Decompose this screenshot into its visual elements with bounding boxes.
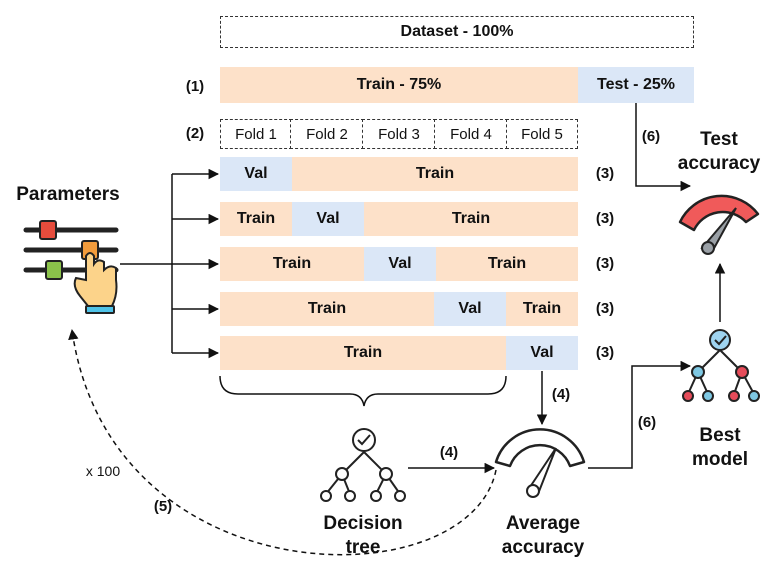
test-split-label: Test - 25%: [597, 76, 675, 93]
cv-row-4-train-left: Train: [220, 292, 434, 326]
fold-4-label: Fold 4: [450, 125, 492, 143]
step-6-label-top: (6): [641, 128, 661, 145]
step-2-label: (2): [185, 125, 205, 142]
step-1-label: (1): [185, 78, 205, 95]
repeat-label: x 100: [85, 463, 121, 479]
fold-1: Fold 1: [220, 119, 292, 149]
hand-pointer-icon: [73, 252, 118, 314]
fold-5-label: Fold 5: [521, 125, 563, 143]
cv-row-2-train-left: Train: [220, 202, 292, 236]
cv-row-3-train-right: Train: [436, 247, 578, 281]
cv-row-3-train-right-label: Train: [487, 255, 527, 272]
average-to-best-arrow: [588, 360, 692, 469]
cv-row-1-val: Val: [220, 157, 292, 191]
decision-tree-line-2: tree: [345, 537, 381, 558]
parameters-label: Parameters: [16, 184, 120, 205]
cv-row-5-val-label: Val: [530, 344, 554, 361]
decision-tree-label: Decision tree: [300, 512, 426, 560]
cv-row-1-train-label: Train: [415, 165, 455, 182]
train-split-label: Train - 75%: [356, 76, 442, 93]
decision-tree-line-1: Decision: [323, 513, 403, 534]
average-accuracy-line-2: accuracy: [501, 537, 585, 558]
cv-row-1-train: Train: [292, 157, 578, 191]
cv-row-4-val-label: Val: [458, 300, 482, 317]
step-3-row-5: (3): [595, 344, 615, 361]
best-model-line-1: Best: [699, 425, 741, 446]
cv-row-2-train-right-label: Train: [451, 210, 491, 227]
cv-row-3-val: Val: [364, 247, 436, 281]
fold-2: Fold 2: [290, 119, 364, 149]
step-3-row-4: (3): [595, 300, 615, 317]
fold-1-label: Fold 1: [235, 125, 277, 143]
average-accuracy-line-1: Average: [505, 513, 581, 534]
step-6-label-bottom: (6): [637, 414, 657, 431]
cv-row-1-val-label: Val: [244, 165, 268, 182]
fold-3-label: Fold 3: [378, 125, 420, 143]
cv-row-5-train-label: Train: [343, 344, 383, 361]
cv-row-5-val: Val: [506, 336, 578, 370]
step-3-row-2: (3): [595, 210, 615, 227]
checkmark-icon: [714, 335, 727, 346]
cv-row-2-val: Val: [292, 202, 364, 236]
step-5-label: (5): [153, 498, 173, 515]
test-split-box: Test - 25%: [578, 67, 694, 103]
fold-3: Fold 3: [362, 119, 436, 149]
best-model-line-2: model: [692, 449, 748, 470]
cv-row-3-train-left-label: Train: [272, 255, 312, 272]
fold-5: Fold 5: [506, 119, 578, 149]
test-to-gauge-arrow: [635, 103, 692, 192]
test-accuracy-gauge-icon: [678, 194, 760, 255]
parameters-to-rows-arrows: [120, 168, 220, 359]
test-accuracy-label: Test accuracy: [672, 128, 766, 176]
cv-row-4-val: Val: [434, 292, 506, 326]
best-model-label: Best model: [674, 424, 766, 472]
train-split-box: Train - 75%: [220, 67, 578, 103]
fold-4: Fold 4: [434, 119, 508, 149]
dataset-label: Dataset - 100%: [400, 23, 514, 40]
test-accuracy-line-2: accuracy: [677, 153, 761, 174]
cv-row-5-train: Train: [220, 336, 506, 370]
decision-tree-icon: [320, 428, 406, 502]
cv-row-4-train-right-label: Train: [522, 300, 562, 317]
cv-row-2-train-right: Train: [364, 202, 578, 236]
step-3-row-3: (3): [595, 255, 615, 272]
cv-row-4-train-right: Train: [506, 292, 578, 326]
folds-brace: [219, 375, 507, 407]
best-model-tree-icon: [682, 329, 760, 402]
repeat-loop-arrow: [68, 328, 497, 556]
step-4-label-right: (4): [551, 386, 571, 403]
average-accuracy-gauge-icon: [494, 428, 586, 498]
cv-row-3-train-left: Train: [220, 247, 364, 281]
step-3-row-1: (3): [595, 165, 615, 182]
step-4-label-bottom: (4): [439, 444, 459, 461]
cv-row-3-val-label: Val: [388, 255, 412, 272]
dataset-box: Dataset - 100%: [220, 16, 694, 48]
cv-row-4-train-left-label: Train: [307, 300, 347, 317]
cv-row-2-val-label: Val: [316, 210, 340, 227]
cv-row-2-train-left-label: Train: [236, 210, 276, 227]
average-accuracy-label: Average accuracy: [480, 512, 606, 560]
fold-2-label: Fold 2: [306, 125, 348, 143]
test-accuracy-line-1: Test: [700, 129, 738, 150]
